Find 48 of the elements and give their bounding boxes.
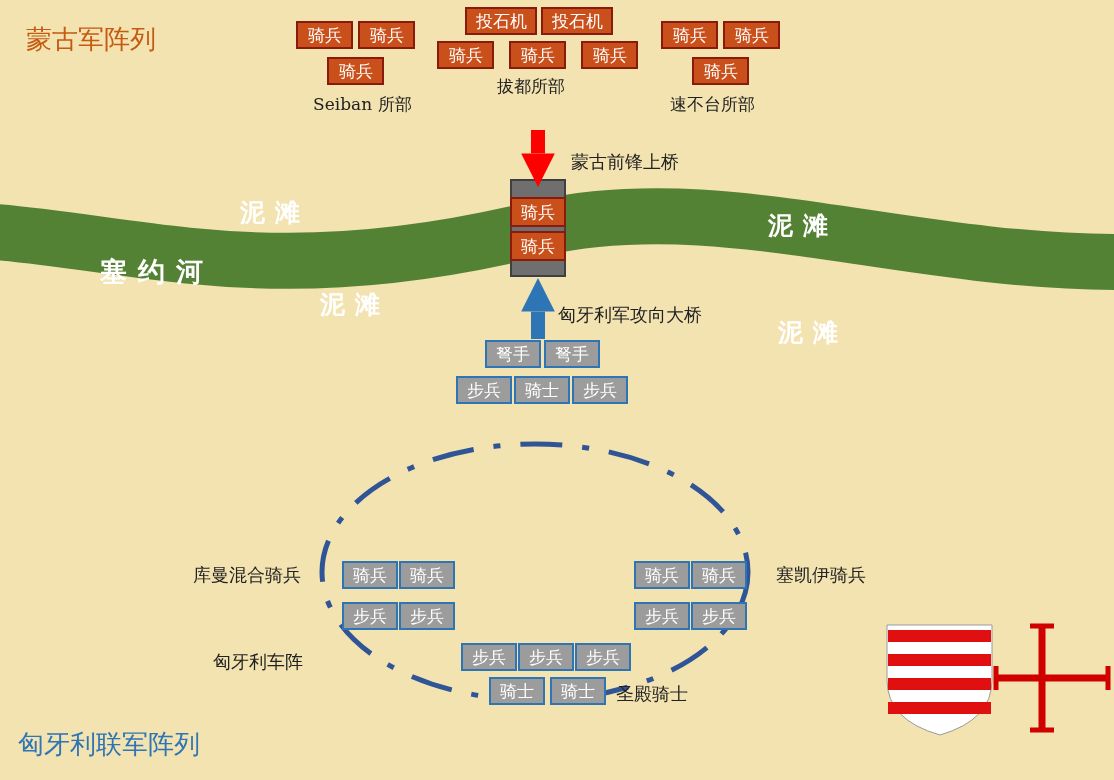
unit-box: 骑兵 — [358, 21, 415, 49]
unit-box: 骑兵 — [661, 21, 718, 49]
unit-box: 步兵 — [634, 602, 690, 630]
unit-box: 步兵 — [456, 376, 512, 404]
group-label: Seiban 所部 — [313, 93, 412, 116]
unit-box: 骑兵 — [327, 57, 384, 85]
terrain-label: 泥滩 — [778, 317, 848, 349]
unit-box: 步兵 — [399, 602, 455, 630]
unit-label: 匈牙利车阵 — [213, 650, 303, 674]
edge-label: 蒙古前锋上桥 — [571, 150, 679, 174]
unit-box: 步兵 — [691, 602, 747, 630]
title-label: 匈牙利联军阵列 — [18, 728, 200, 761]
unit-box: 步兵 — [572, 376, 628, 404]
edge-label: 匈牙利军攻向大桥 — [558, 303, 702, 327]
title-label: 蒙古军阵列 — [26, 23, 156, 56]
unit-box: 骑兵 — [509, 41, 566, 69]
unit-box: 骑兵 — [437, 41, 494, 69]
unit-box: 骑士 — [489, 677, 545, 705]
unit-box: 骑兵 — [581, 41, 638, 69]
unit-box: 骑兵 — [691, 561, 747, 589]
bridge — [510, 179, 566, 277]
unit-box: 步兵 — [575, 643, 631, 671]
unit-label: 库曼混合骑兵 — [193, 563, 301, 587]
unit-box: 骑兵 — [634, 561, 690, 589]
arrow — [521, 278, 555, 339]
arrow — [521, 130, 555, 187]
unit-box: 步兵 — [342, 602, 398, 630]
unit-box: 投石机 — [541, 7, 613, 35]
unit-box: 骑士 — [514, 376, 570, 404]
unit-box: 步兵 — [518, 643, 574, 671]
unit-box: 骑兵 — [510, 231, 566, 261]
unit-box: 骑兵 — [296, 21, 353, 49]
group-label: 拔都所部 — [497, 75, 565, 98]
unit-box: 投石机 — [465, 7, 537, 35]
unit-box: 弩手 — [544, 340, 600, 368]
unit-box: 骑士 — [550, 677, 606, 705]
terrain-label: 泥滩 — [768, 210, 838, 242]
terrain-label: 泥滩 — [320, 289, 390, 321]
unit-box: 弩手 — [485, 340, 541, 368]
unit-label: 塞凯伊骑兵 — [776, 563, 866, 587]
unit-box: 步兵 — [461, 643, 517, 671]
group-label: 速不台所部 — [670, 93, 755, 116]
unit-box: 骑兵 — [399, 561, 455, 589]
unit-box: 骑兵 — [510, 197, 566, 227]
terrain-label: 泥滩 — [240, 197, 310, 229]
unit-box: 骑兵 — [692, 57, 749, 85]
unit-box: 骑兵 — [342, 561, 398, 589]
unit-box: 骑兵 — [723, 21, 780, 49]
